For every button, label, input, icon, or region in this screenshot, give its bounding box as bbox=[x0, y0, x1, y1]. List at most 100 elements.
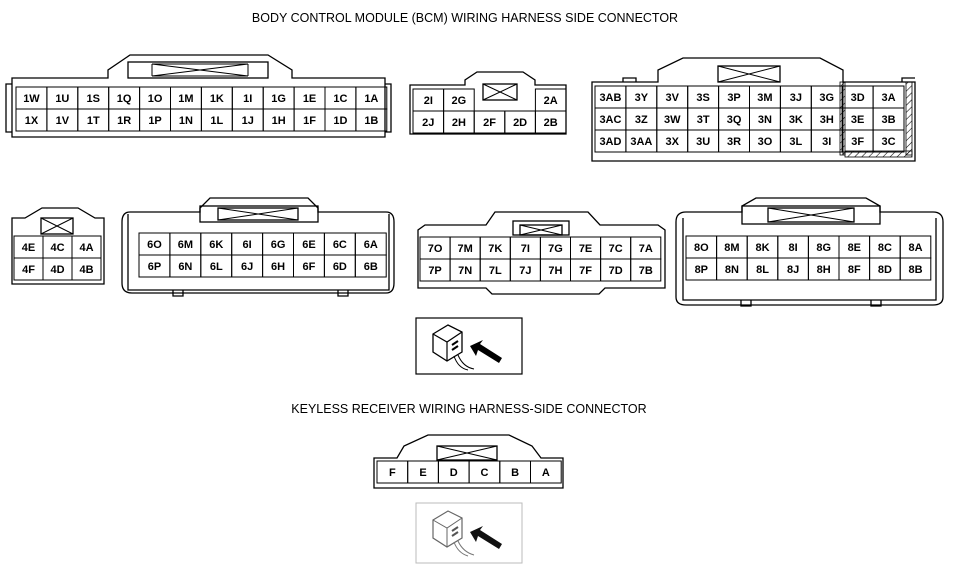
pin-label: 1N bbox=[179, 115, 193, 127]
pin-label: 1I bbox=[243, 93, 252, 105]
pin-label: 1T bbox=[87, 115, 100, 127]
pin-label: 3D bbox=[851, 92, 865, 104]
pin-label: 2B bbox=[544, 117, 558, 129]
pin-label: B bbox=[511, 467, 519, 479]
pin-label: 6O bbox=[147, 239, 162, 251]
pin-label: 8M bbox=[724, 242, 739, 254]
pin-label: 1E bbox=[303, 93, 316, 105]
pin-label: 8E bbox=[848, 242, 861, 254]
pin-cell bbox=[872, 129, 905, 153]
pin-label: 3G bbox=[819, 92, 834, 104]
pin-label: 7D bbox=[609, 265, 623, 277]
pin-label: 3J bbox=[790, 92, 802, 104]
pin-label: A bbox=[542, 467, 550, 479]
pin-label: 6E bbox=[302, 239, 315, 251]
pin-cell bbox=[354, 254, 387, 278]
pin-label: 6G bbox=[271, 239, 286, 251]
connector-orientation-icon bbox=[415, 317, 523, 375]
pin-label: 6B bbox=[364, 261, 378, 273]
pin-label: 3I bbox=[822, 136, 831, 148]
pin-label: 1H bbox=[272, 115, 286, 127]
pin-label: 6L bbox=[210, 261, 223, 273]
bcm-connector-title: BODY CONTROL MODULE (BCM) WIRING HARNESS… bbox=[252, 11, 678, 25]
pin-label: 3S bbox=[696, 92, 709, 104]
pin-label: 3AB bbox=[599, 92, 621, 104]
pin-label: 1O bbox=[148, 93, 163, 105]
pin-label: 7N bbox=[458, 265, 472, 277]
pin-label: 3V bbox=[666, 92, 680, 104]
pin-label: 3N bbox=[758, 114, 772, 126]
pin-label: 8P bbox=[695, 264, 708, 276]
pin-label: 2G bbox=[452, 95, 467, 107]
pin-label: 6P bbox=[148, 261, 161, 273]
pin-label: 1J bbox=[242, 115, 254, 127]
pin-label: 7P bbox=[428, 265, 441, 277]
pin-label: 1L bbox=[210, 115, 223, 127]
pin-label: 3M bbox=[757, 92, 772, 104]
pin-label: 8G bbox=[816, 242, 831, 254]
pin-label: 3X bbox=[666, 136, 680, 148]
pin-label: 1M bbox=[178, 93, 193, 105]
pin-label: 4E bbox=[22, 242, 35, 254]
pin-cell bbox=[534, 110, 567, 134]
pin-label: 2J bbox=[422, 117, 434, 129]
pin-cell bbox=[355, 108, 388, 132]
connector-2: 2I 2G 2A 2J 2H 2F 2D 2B bbox=[409, 71, 567, 135]
pin-label: 1D bbox=[333, 115, 347, 127]
pin-label: 1A bbox=[364, 93, 378, 105]
pin-label: 1K bbox=[210, 93, 224, 105]
pin-label: C bbox=[480, 467, 488, 479]
pin-label: 4F bbox=[22, 264, 35, 276]
pin-label: 2D bbox=[513, 117, 527, 129]
pin-label: 7H bbox=[548, 265, 562, 277]
pin-label: 8C bbox=[878, 242, 892, 254]
pin-label: 8D bbox=[878, 264, 892, 276]
pin-label: 8B bbox=[908, 264, 922, 276]
keyless-connector-title: KEYLESS RECEIVER WIRING HARNESS-SIDE CON… bbox=[291, 402, 646, 416]
pin-label: 4B bbox=[79, 264, 93, 276]
pin-label: 2A bbox=[544, 95, 558, 107]
pin-label: 7F bbox=[579, 265, 592, 277]
pin-cell bbox=[630, 258, 662, 282]
pin-label: 3B bbox=[882, 114, 896, 126]
pin-label: 6M bbox=[178, 239, 193, 251]
pin-label: 7E bbox=[579, 243, 592, 255]
pin-label: 3P bbox=[727, 92, 740, 104]
pin-label: 7G bbox=[548, 243, 563, 255]
pin-label: 2F bbox=[483, 117, 496, 129]
pin-label: 1S bbox=[87, 93, 100, 105]
pin-label: 2H bbox=[452, 117, 466, 129]
pin-label: 7L bbox=[489, 265, 502, 277]
pin-label: 3T bbox=[697, 114, 710, 126]
pin-label: 3O bbox=[758, 136, 773, 148]
pin-label: 7B bbox=[639, 265, 653, 277]
pin-label: 1X bbox=[25, 115, 39, 127]
pin-label: 3Z bbox=[635, 114, 648, 126]
pin-label: 6N bbox=[178, 261, 192, 273]
pin-label: E bbox=[419, 467, 426, 479]
pin-label: 7O bbox=[428, 243, 443, 255]
pin-label: 2I bbox=[424, 95, 433, 107]
pin-label: 6D bbox=[333, 261, 347, 273]
pin-label: 4C bbox=[50, 242, 64, 254]
pin-label: 6K bbox=[209, 239, 223, 251]
pin-label: 7M bbox=[458, 243, 473, 255]
pin-label: 3K bbox=[789, 114, 803, 126]
pin-label: 7J bbox=[519, 265, 531, 277]
pin-label: 3Y bbox=[635, 92, 649, 104]
pin-label: 1Q bbox=[117, 93, 132, 105]
pin-label: 1F bbox=[303, 115, 316, 127]
pin-label: 8H bbox=[817, 264, 831, 276]
pin-label: 4A bbox=[79, 242, 93, 254]
pin-label: 1V bbox=[56, 115, 70, 127]
pin-label: 3AC bbox=[599, 114, 621, 126]
pin-label: 7C bbox=[609, 243, 623, 255]
pin-label: 8L bbox=[756, 264, 769, 276]
pin-label: 6C bbox=[333, 239, 347, 251]
pin-label: 1U bbox=[55, 93, 69, 105]
pin-label: 3F bbox=[851, 136, 864, 148]
pin-label: 8A bbox=[908, 242, 922, 254]
